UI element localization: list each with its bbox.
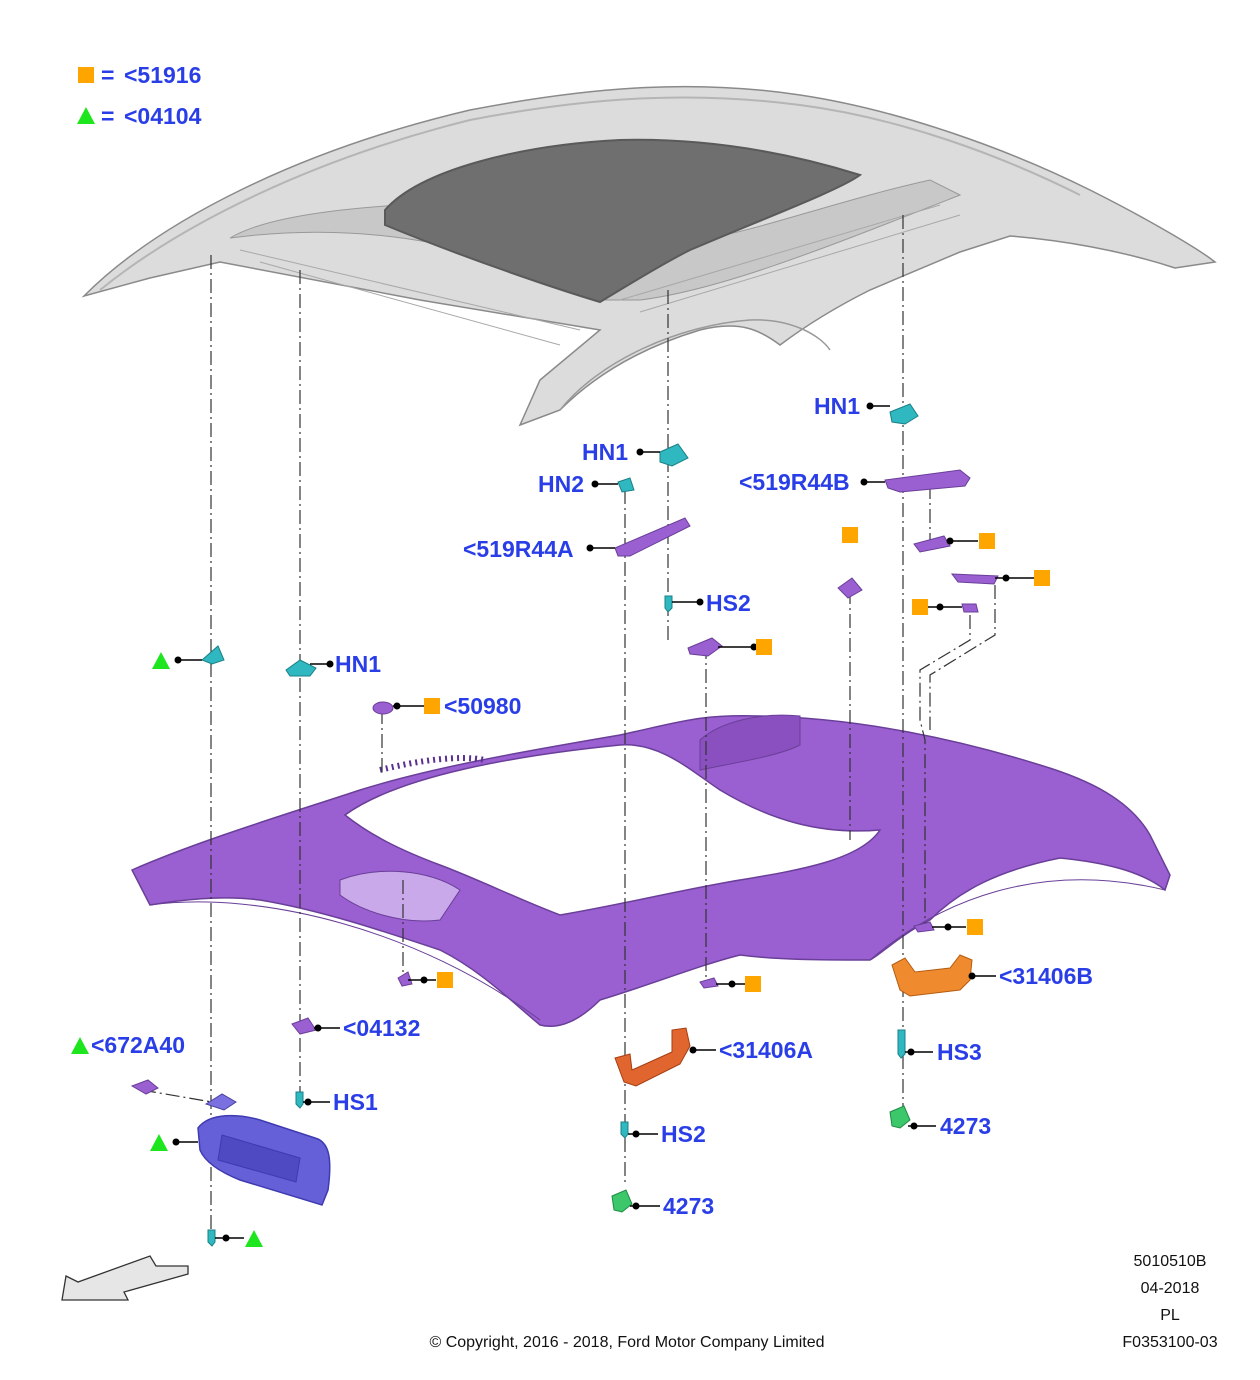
label-31406a: <31406A xyxy=(719,1037,813,1063)
square-marker-icon xyxy=(745,976,761,992)
label-31406b: <31406B xyxy=(999,963,1093,989)
legend-square-label: <51916 xyxy=(124,62,201,88)
headliner-panel xyxy=(130,714,1171,1027)
footer-date: 04-2018 xyxy=(1141,1280,1200,1297)
footer: 5010510B 04-2018 PL F0353100-03 © Copyri… xyxy=(429,1253,1217,1351)
legend-square-marker-icon xyxy=(78,67,94,83)
parts xyxy=(130,403,999,1247)
footer-region: PL xyxy=(1160,1307,1180,1324)
label-4273-left: 4273 xyxy=(663,1193,714,1219)
label-50980: <50980 xyxy=(444,693,521,719)
footer-figure: F0353100-03 xyxy=(1122,1334,1217,1351)
square-marker-icon xyxy=(912,599,928,615)
front-direction-arrow-icon xyxy=(61,1255,189,1301)
legend: = <51916 = <04104 xyxy=(77,62,202,129)
triangle-marker-icon xyxy=(150,1134,168,1151)
triangle-marker-icon xyxy=(152,652,170,669)
legend-triangle-marker-icon xyxy=(77,107,95,124)
label-672a40: <672A40 xyxy=(91,1032,185,1058)
legend-equals-1: = xyxy=(101,62,114,88)
label-519r44b: <519R44B xyxy=(739,469,850,495)
label-hs2-lower: HS2 xyxy=(661,1121,706,1147)
label-519r44a: <519R44A xyxy=(463,536,574,562)
leaders xyxy=(71,402,1050,1247)
label-hn1-right: HN1 xyxy=(814,393,860,419)
triangle-marker-icon xyxy=(71,1037,89,1054)
label-hs3: HS3 xyxy=(937,1039,982,1065)
callout-labels: HN1 HN1 HN2 <519R44B <519R44A HS2 HN1 <5… xyxy=(91,393,1093,1219)
square-marker-icon xyxy=(424,698,440,714)
label-4273-right: 4273 xyxy=(940,1113,991,1139)
square-marker-icon xyxy=(979,533,995,549)
triangle-marker-icon xyxy=(245,1230,263,1247)
sunroof-glass xyxy=(384,138,863,304)
label-hn2: HN2 xyxy=(538,471,584,497)
square-marker-icon xyxy=(842,527,858,543)
square-marker-icon xyxy=(1034,570,1050,586)
label-hs2-upper: HS2 xyxy=(706,590,751,616)
roof-panel xyxy=(81,85,1217,427)
square-marker-icon xyxy=(756,639,772,655)
label-hs1: HS1 xyxy=(333,1089,378,1115)
legend-equals-2: = xyxy=(101,103,114,129)
legend-triangle-label: <04104 xyxy=(124,103,202,129)
square-marker-icon xyxy=(437,972,453,988)
footer-code: 5010510B xyxy=(1134,1253,1207,1270)
label-04132: <04132 xyxy=(343,1015,420,1041)
copyright: © Copyright, 2016 - 2018, Ford Motor Com… xyxy=(429,1334,824,1351)
label-hn1-center: HN1 xyxy=(582,439,628,465)
square-marker-icon xyxy=(967,919,983,935)
label-hn1-left: HN1 xyxy=(335,651,381,677)
